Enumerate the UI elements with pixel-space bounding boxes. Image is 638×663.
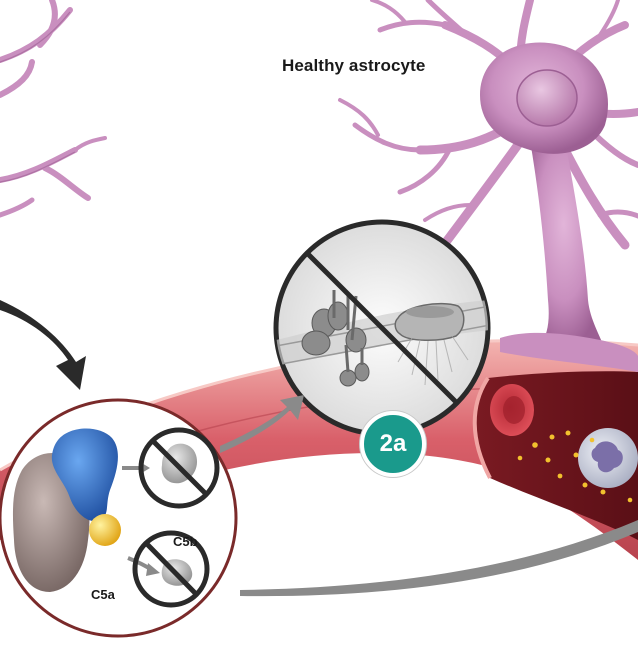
astrocyte-processes-left [0, 0, 107, 218]
black-curved-arrow [0, 300, 86, 390]
complement-particles [517, 430, 633, 503]
pathway-arrows [220, 395, 638, 597]
c5b-label: C5b [173, 534, 198, 549]
prohibited-icon-c5b [138, 427, 220, 509]
healthy-astrocyte [338, 0, 638, 372]
c5a-label: C5a [91, 587, 115, 602]
mac-inhibition-circle [273, 219, 491, 437]
astrocyte-nucleus [516, 69, 578, 127]
blood-vessel [0, 338, 638, 560]
prohibited-icon-c5a [132, 530, 210, 608]
healthy-astrocyte-label: Healthy astrocyte [282, 56, 426, 75]
c5-protein-blue [51, 428, 118, 522]
step-badge: 2a [360, 411, 426, 477]
complement-inhibition-circle [0, 398, 238, 638]
c5-protein-yellow [89, 514, 121, 546]
